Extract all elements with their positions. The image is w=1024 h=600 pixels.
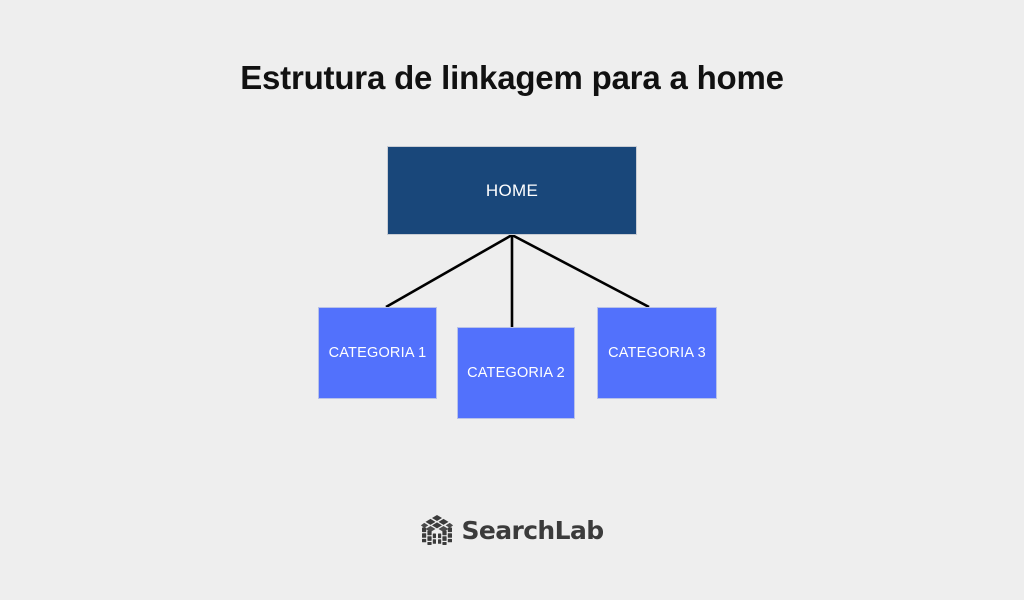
node-home-label: HOME xyxy=(485,180,539,200)
node-categoria-2[interactable]: CATEGORIA 2 xyxy=(457,327,575,419)
node-categoria-3[interactable]: CATEGORIA 3 xyxy=(597,307,717,399)
node-categoria-2-label: CATEGORIA 2 xyxy=(467,364,565,381)
node-categoria-1-label: CATEGORIA 1 xyxy=(328,344,427,361)
connector-home-to-categoria-1 xyxy=(385,233,513,309)
page-title: Estrutura de linkagem para a home xyxy=(240,59,784,97)
brand-wordmark: SearchLab xyxy=(461,515,604,545)
brand-logo: SearchLab xyxy=(0,513,1024,547)
node-categoria-3-label: CATEGORIA 3 xyxy=(608,344,706,361)
connector-home-to-categoria-3 xyxy=(511,233,650,309)
cube-icon xyxy=(421,515,454,545)
node-categoria-1[interactable]: CATEGORIA 1 xyxy=(318,307,437,399)
node-home[interactable]: HOME xyxy=(387,146,637,235)
